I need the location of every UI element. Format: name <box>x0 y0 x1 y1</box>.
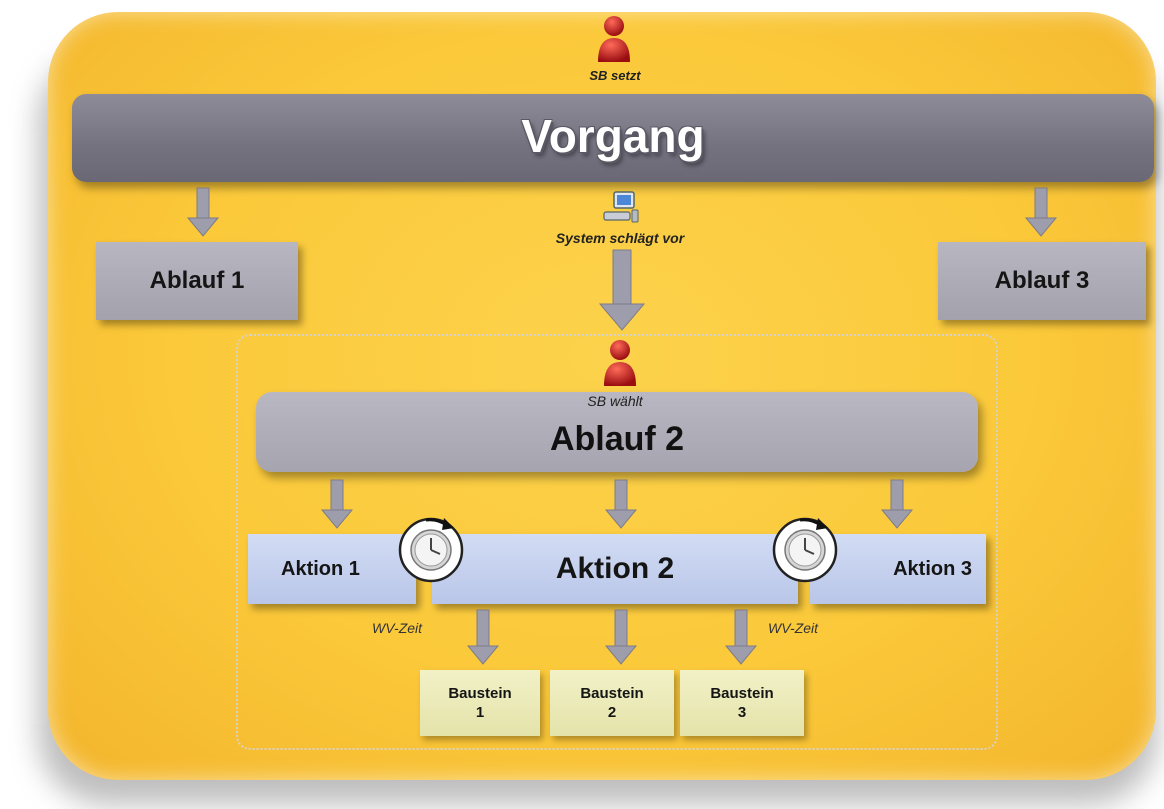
sb-setzt-caption: SB setzt <box>589 68 641 83</box>
wv-zeit-label-left: WV-Zeit <box>372 620 423 636</box>
baustein-number: 2 <box>607 704 617 721</box>
baustein-label: Baustein <box>448 685 512 702</box>
ablauf-2-title: Ablauf 2 <box>549 420 685 458</box>
wv-zeit-label-right: WV-Zeit <box>768 620 819 636</box>
baustein-number: 1 <box>475 704 485 721</box>
vorgang-title: Vorgang <box>521 110 705 162</box>
ablauf-1-box: Ablauf 1 <box>96 242 298 320</box>
aktion-1-box: Aktion 1 <box>248 534 416 604</box>
baustein-2-box: Baustein 2 <box>550 670 674 736</box>
arrow-down-icon <box>466 609 500 665</box>
arrow-down-icon <box>604 609 638 665</box>
arrow-down-icon <box>880 479 914 529</box>
aktion-2-box: Aktion 2 <box>432 534 798 604</box>
stopwatch-icon <box>398 517 464 583</box>
arrow-down-icon <box>724 609 758 665</box>
ablauf-2-bar <box>256 392 978 472</box>
baustein-1-box: Baustein 1 <box>420 670 540 736</box>
computer-icon <box>603 191 639 223</box>
arrow-down-icon <box>320 479 354 529</box>
baustein-label: Baustein <box>710 685 774 702</box>
baustein-label: Baustein <box>580 685 644 702</box>
sb-waehlt-caption: SB wählt <box>587 393 643 409</box>
vorgang-bar <box>72 94 1154 182</box>
baustein-3-box: Baustein 3 <box>680 670 804 736</box>
system-caption: System schlägt vor <box>555 230 685 246</box>
aktion-3-box: Aktion 3 <box>810 534 986 604</box>
arrow-down-icon <box>598 249 646 331</box>
arrow-down-icon <box>1024 187 1058 237</box>
selected-flow-region <box>236 334 998 750</box>
arrow-down-icon <box>604 479 638 529</box>
person-icon <box>604 340 636 386</box>
baustein-number: 3 <box>737 704 747 721</box>
arrow-down-icon <box>186 187 220 237</box>
person-icon <box>598 16 630 62</box>
stopwatch-icon <box>772 517 838 583</box>
ablauf-3-box: Ablauf 3 <box>938 242 1146 320</box>
